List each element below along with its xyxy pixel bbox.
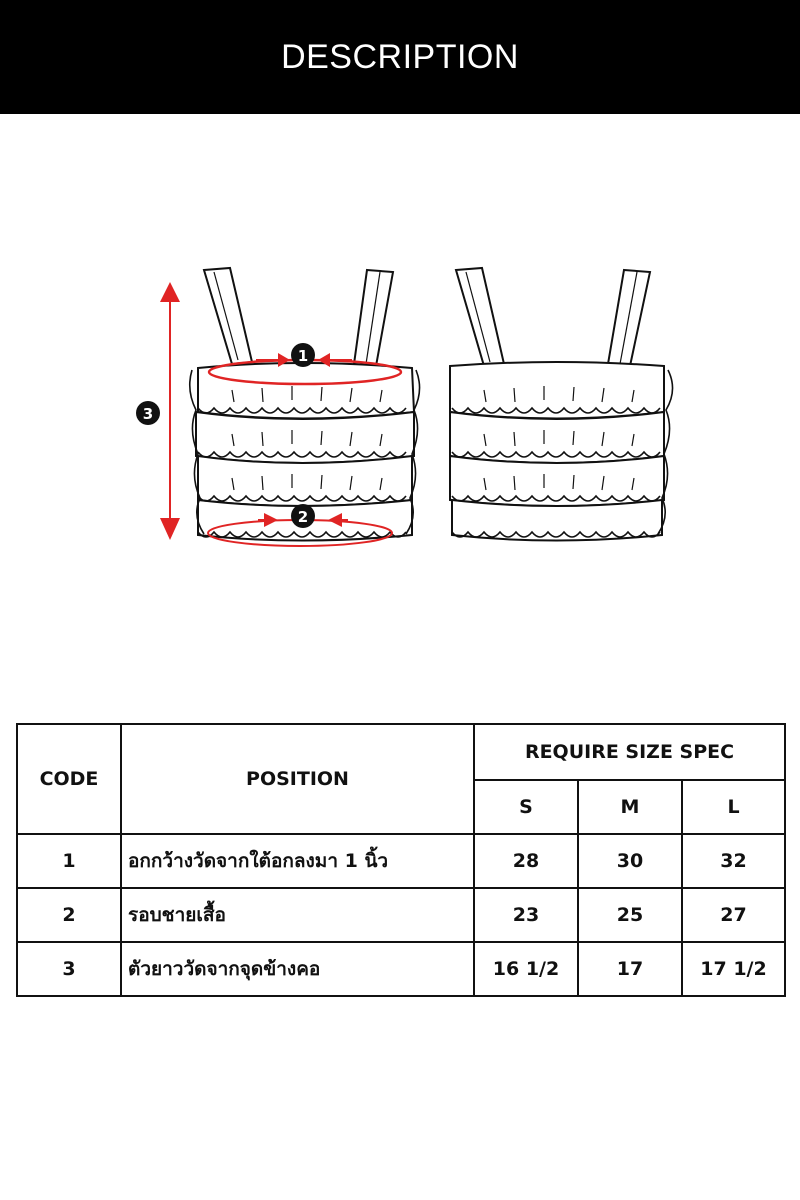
row-value-m: 30 (577, 833, 683, 889)
header-code: CODE (16, 723, 122, 835)
row-code: 2 (16, 887, 122, 943)
row-position: ตัวยาววัดจากจุดข้างคอ (120, 941, 475, 997)
back-view (449, 266, 674, 542)
header-size-m: M (577, 779, 683, 835)
table-row: 1 อกกว้างวัดจากใต้อกลงมา 1 นิ้ว 28 30 32 (16, 833, 787, 889)
row-position: รอบชายเสื้อ (120, 887, 475, 943)
marker-3: 3 (136, 401, 160, 425)
row-position: อกกว้างวัดจากใต้อกลงมา 1 นิ้ว (120, 833, 475, 889)
table-row: 3 ตัวยาววัดจากจุดข้างคอ 16 1/2 17 17 1/2 (16, 941, 787, 997)
table-header-row: CODE POSITION REQUIRE SIZE SPEC (16, 723, 787, 835)
marker-2-label: 2 (298, 508, 308, 526)
row-value-m: 17 (577, 941, 683, 997)
front-view (160, 266, 421, 547)
row-code: 3 (16, 941, 122, 997)
row-value-s: 28 (473, 833, 579, 889)
row-value-l: 27 (680, 887, 787, 943)
table-size-row: S M L (17, 779, 787, 835)
row-value-m: 25 (577, 887, 683, 943)
row-value-l: 32 (680, 833, 787, 889)
marker-3-label: 3 (143, 405, 153, 423)
row-code: 1 (16, 833, 122, 889)
row-value-s: 16 1/2 (473, 941, 579, 997)
garment-diagram: 1 2 3 (136, 266, 674, 547)
header-size-spec: REQUIRE SIZE SPEC (472, 723, 787, 781)
page-title: DESCRIPTION (281, 37, 519, 76)
row-value-s: 23 (473, 887, 579, 943)
marker-1-label: 1 (298, 347, 308, 365)
marker-1: 1 (291, 343, 315, 367)
garment-illustration: 1 2 3 (0, 250, 800, 560)
header-size-l: L (680, 779, 787, 835)
table-row: 2 รอบชายเสื้อ 23 25 27 (16, 887, 787, 943)
header-position: POSITION (120, 723, 475, 835)
marker-2: 2 (291, 504, 315, 528)
page-header: DESCRIPTION (0, 0, 800, 114)
size-spec-table: CODE POSITION REQUIRE SIZE SPEC S M L 1 … (16, 723, 787, 997)
header-size-s: S (473, 779, 579, 835)
row-value-l: 17 1/2 (680, 941, 787, 997)
